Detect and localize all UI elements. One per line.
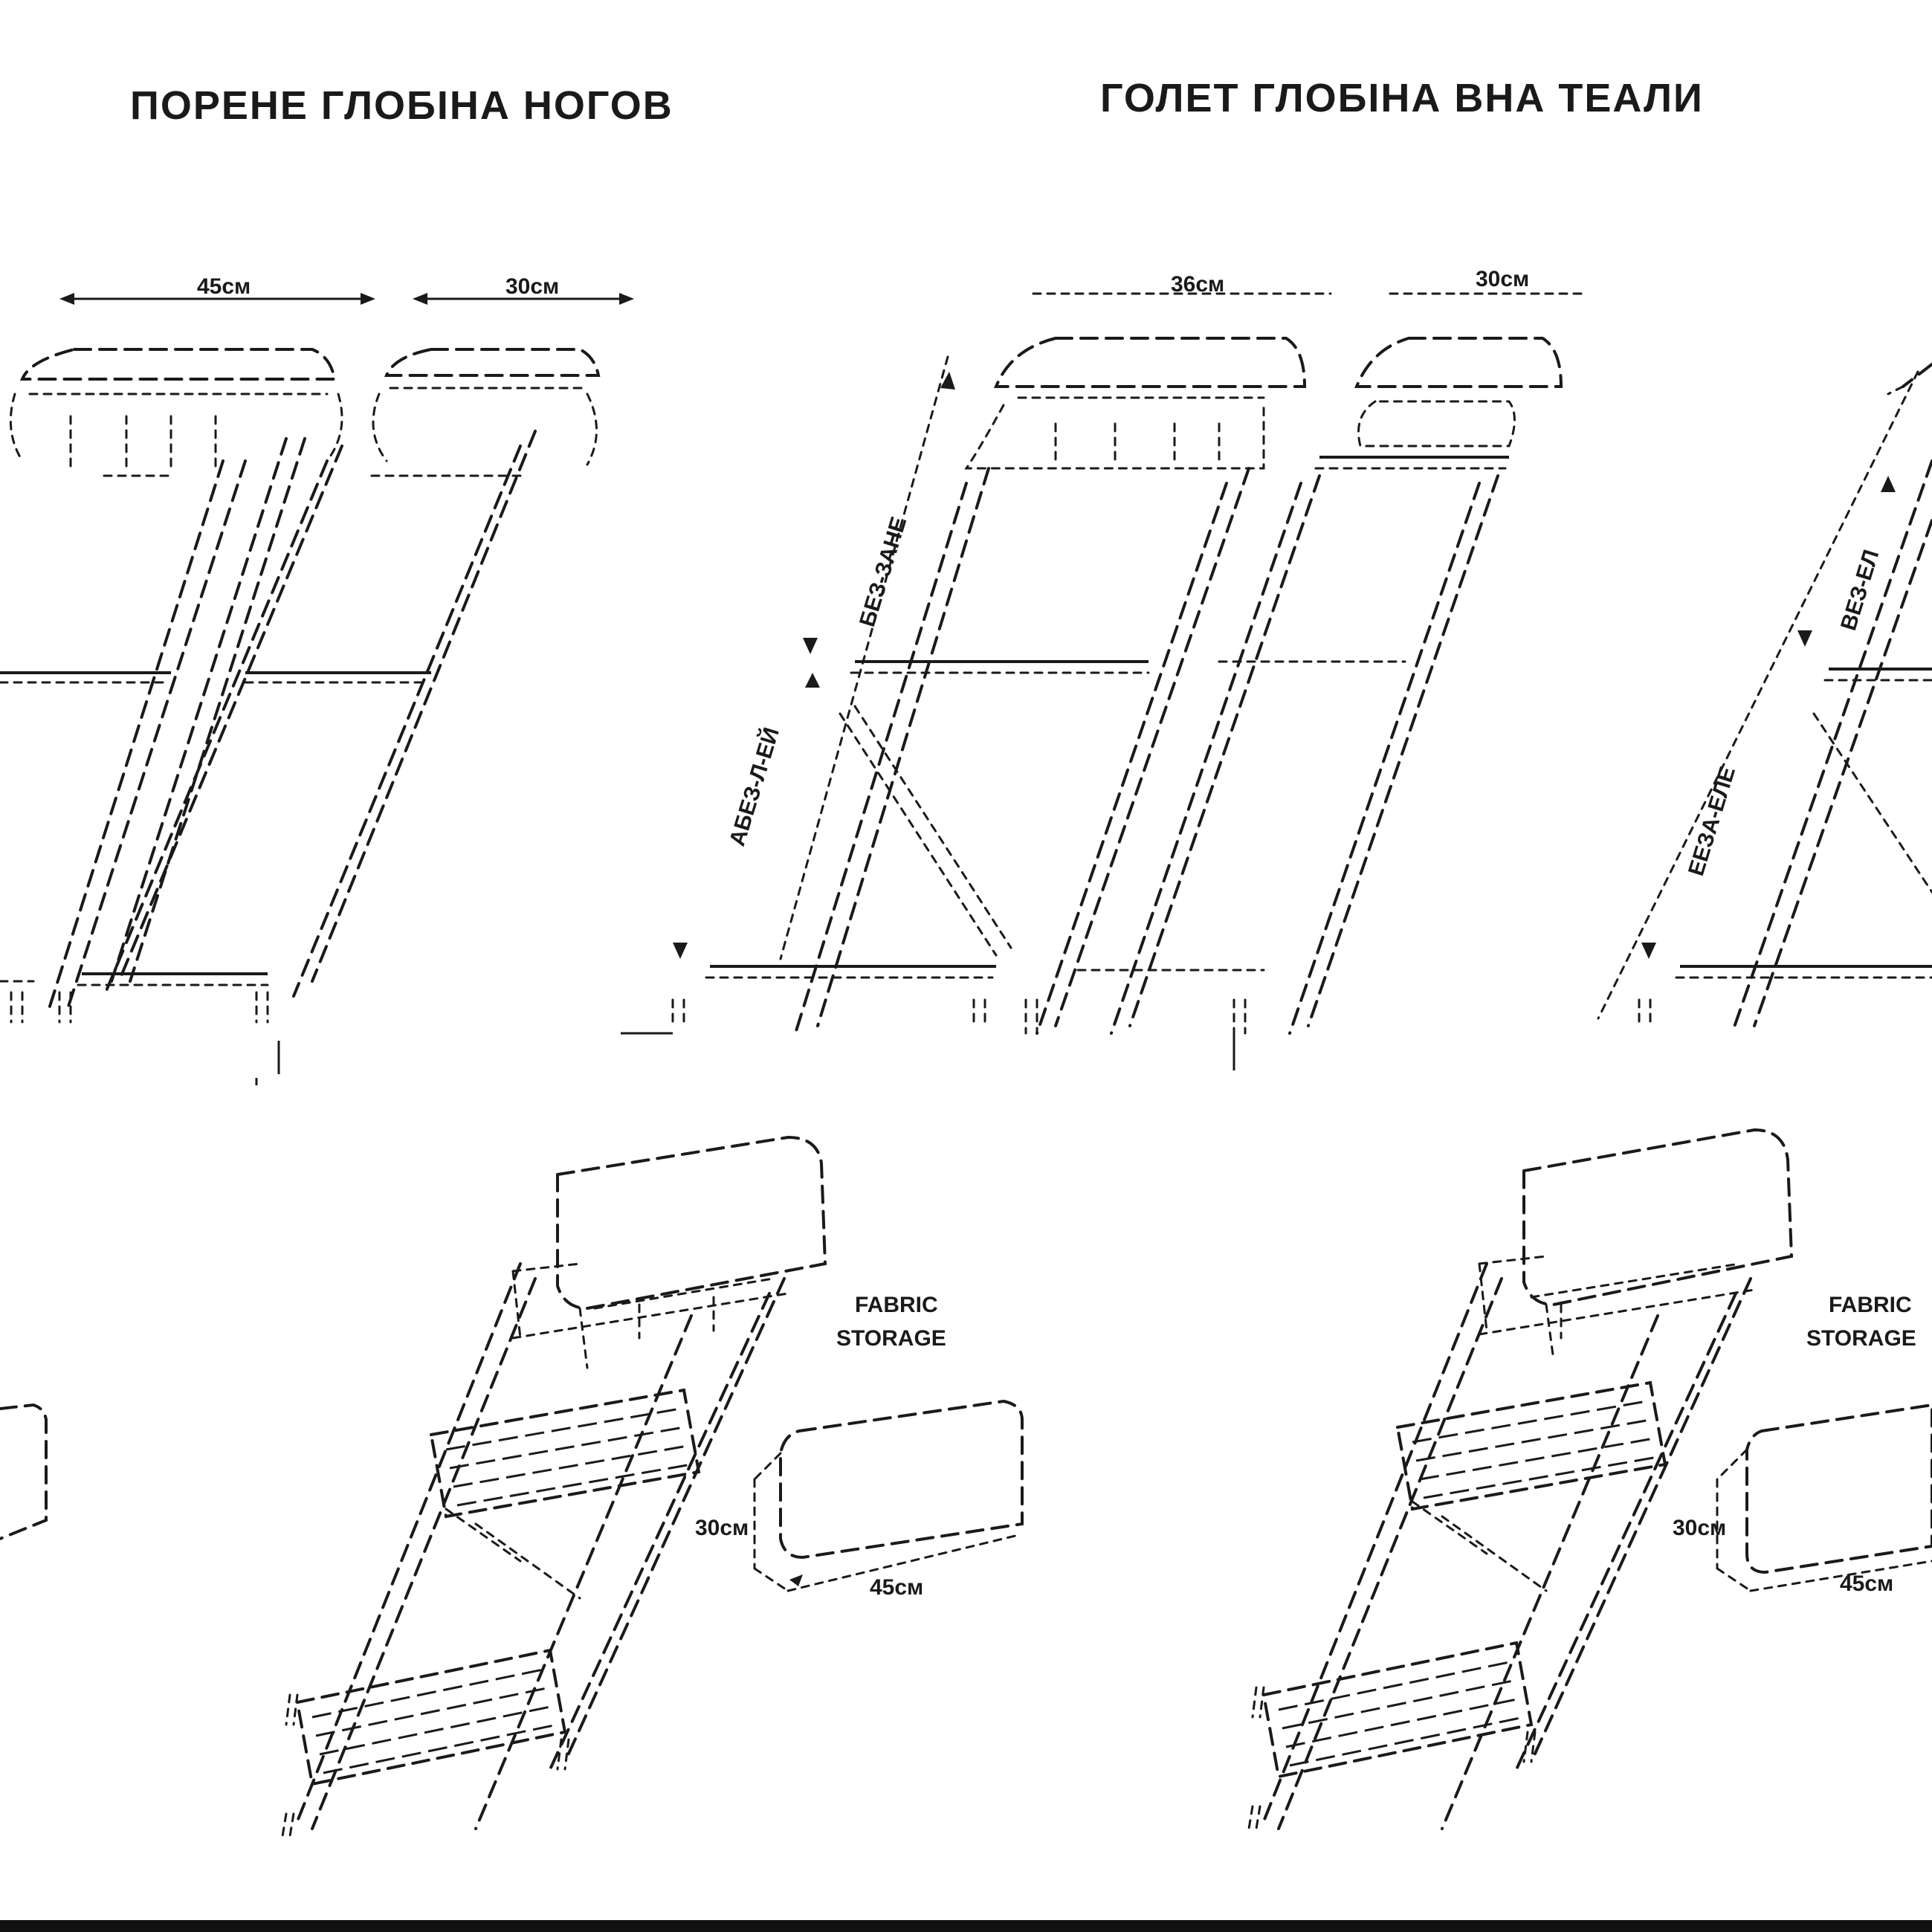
dim-top-mid-depth: 30см [1476, 267, 1529, 291]
dim-top-left-width: 45см [197, 274, 251, 299]
dim-mid-height-upper: БЕЗ-ЗАНЕ [855, 514, 911, 630]
mid-shelf-slats-left [445, 1407, 692, 1507]
bottom-shelf-slats-right [1278, 1660, 1525, 1767]
elevation-middle: 36см 30см БЕЗ-ЗАНЕ АБЕЗ-Л- [621, 267, 1585, 1070]
bottom-border-bar [0, 1920, 1932, 1932]
dim-left-box-depth: 45см [870, 1575, 923, 1600]
title-left: ПОРЕНЕ ГЛОБІНА НОГОВ [130, 83, 673, 128]
dim-right-box-width: 30см [1673, 1516, 1726, 1540]
dim-top-left-depth: 30см [505, 274, 559, 299]
elevation-left: 45см 30см [0, 274, 634, 1085]
dim-right-height-lower: ЕЕЗА-ЕЛЕ [1684, 763, 1740, 879]
title-right: ГОЛЕТ ГЛОБІНА ВНА ТЕАЛИ [1100, 76, 1704, 120]
partial-box-left [0, 1403, 48, 1540]
mid-shelf-slats-right [1412, 1400, 1658, 1499]
left-box-sub: STORAGE [836, 1326, 946, 1351]
left-box-title: FABRIC [855, 1293, 938, 1317]
dim-left-box-width: 30см [695, 1516, 749, 1540]
elevation-right: ВЕЗ-ЕЛ ЕЕЗА-ЕЛЕ [1597, 363, 1932, 1035]
bottom-shelf-slats-left [311, 1667, 558, 1774]
isometric-left: FABRIC STORAGE 30см 45см [281, 1135, 1024, 1838]
right-box-title: FABRIC [1829, 1293, 1912, 1317]
dim-right-box-depth: 45см [1840, 1571, 1893, 1596]
isometric-right: FABRIC STORAGE 30см 45см [1247, 1128, 1932, 1830]
right-box-sub: STORAGE [1806, 1326, 1916, 1351]
dim-mid-height-lower: АБЕЗ-Л-ЕЙ [724, 725, 784, 849]
